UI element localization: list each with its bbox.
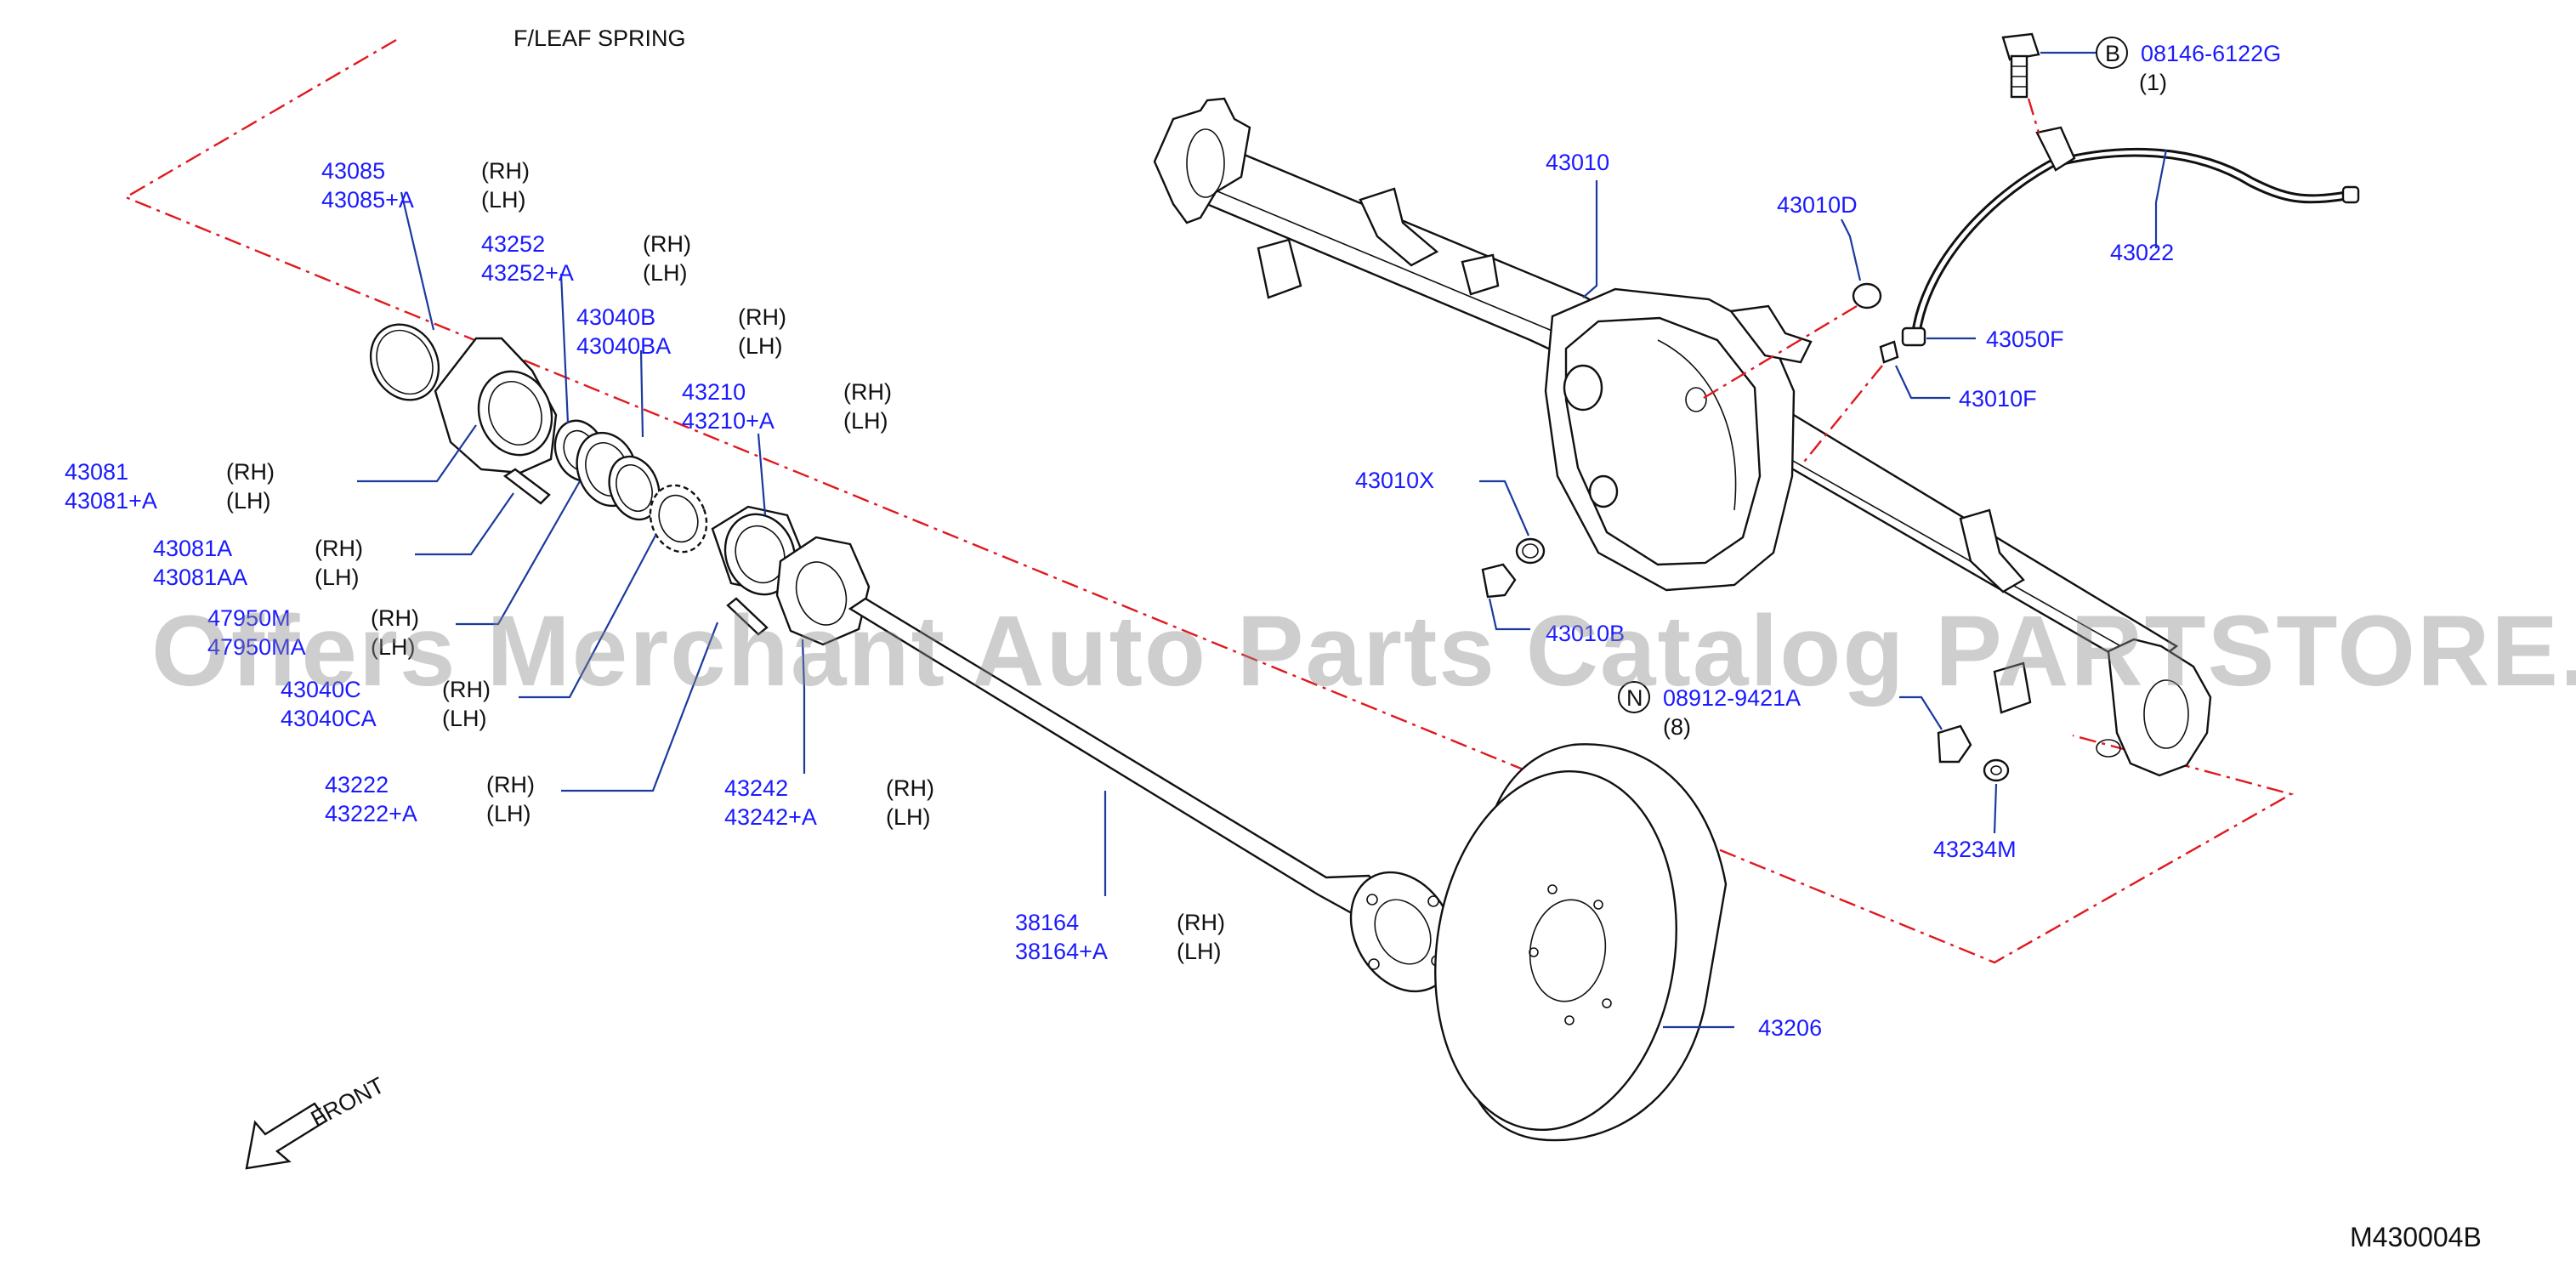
- front-arrow-icon: [245, 1102, 328, 1170]
- part-label-43010f[interactable]: 43010F: [1959, 386, 2037, 412]
- n-marker-letter: N: [1626, 685, 1643, 711]
- bolt-leader: [2027, 98, 2040, 133]
- part-label-43085a[interactable]: 43085+A: [321, 187, 414, 213]
- part-label-43081aa[interactable]: 43081A: [153, 536, 232, 561]
- side-lh: (LH): [486, 801, 531, 826]
- bolt-43081a-icon[interactable]: [502, 468, 551, 505]
- part-label-47950ma[interactable]: 47950MA: [207, 634, 306, 660]
- bearing-cage-43081[interactable]: [434, 337, 564, 474]
- side-lh: (LH): [371, 634, 416, 660]
- bolt-08146[interactable]: [2001, 32, 2040, 99]
- diagram-title: F/LEAF SPRING: [513, 26, 686, 51]
- part-label-43234m[interactable]: 43234M: [1933, 837, 2017, 862]
- axle-shaft-38164[interactable]: [848, 597, 1475, 1010]
- part-label-43010b[interactable]: 43010B: [1546, 621, 1625, 646]
- part-label-43081ab[interactable]: 43081AA: [153, 565, 247, 590]
- part-label-47950m[interactable]: 47950M: [207, 605, 291, 631]
- part-label-43222a[interactable]: 43222+A: [325, 801, 417, 826]
- side-lh: (LH): [738, 333, 783, 359]
- part-label-43206[interactable]: 43206: [1758, 1015, 1822, 1041]
- part-label-43252a[interactable]: 43252+A: [481, 260, 574, 286]
- washer-43234m-icon[interactable]: [1983, 758, 2010, 782]
- part-label-43252[interactable]: 43252: [481, 231, 545, 257]
- plug-43010d-icon[interactable]: [1852, 282, 1882, 309]
- front-label: FRONT: [307, 1072, 389, 1132]
- part-label-43085[interactable]: 43085: [321, 158, 385, 184]
- part-label-43040ca[interactable]: 43040CA: [281, 706, 377, 731]
- part-label-43081[interactable]: 43081: [65, 459, 128, 485]
- b-marker-letter: B: [2105, 41, 2120, 66]
- side-lh: (LH): [315, 565, 360, 590]
- watermark: Offers Merchant Auto Parts Catalog PARTS…: [151, 595, 2576, 707]
- diagram-code: M430004B: [2350, 1222, 2482, 1252]
- qty-08146: (1): [2139, 70, 2167, 95]
- part-label-43210a[interactable]: 43210+A: [682, 408, 775, 434]
- side-rh: (RH): [843, 379, 892, 405]
- axle-housing-43010[interactable]: [1153, 97, 2212, 777]
- part-label-43210[interactable]: 43210: [682, 379, 746, 405]
- connector-43010f-icon[interactable]: [1879, 340, 1899, 364]
- side-rh: (RH): [481, 158, 530, 184]
- spacer-47950m-icon[interactable]: [601, 450, 668, 527]
- part-label-43010[interactable]: 43010: [1546, 150, 1609, 175]
- side-rh: (RH): [1177, 910, 1225, 935]
- part-label-43242a[interactable]: 43242+A: [724, 804, 817, 830]
- b-marker-icon: [2096, 37, 2128, 69]
- part-label-43040b[interactable]: 43040B: [576, 304, 655, 330]
- brake-drum-43206[interactable]: [1413, 743, 1728, 1145]
- plug-43010b-icon[interactable]: [1481, 563, 1517, 599]
- side-rh: (RH): [886, 775, 934, 801]
- gasket-43010x-icon[interactable]: [1515, 537, 1546, 565]
- qty-08912: (8): [1663, 714, 1691, 740]
- side-rh: (RH): [371, 605, 419, 631]
- side-lh: (LH): [843, 408, 888, 434]
- part-label-38164[interactable]: 38164: [1015, 910, 1079, 935]
- gasket-43242[interactable]: [775, 536, 871, 646]
- lock-washer-43040c[interactable]: [641, 477, 716, 559]
- nut-08912-icon[interactable]: [1937, 724, 1972, 764]
- o-ring-43085-icon[interactable]: [358, 313, 451, 412]
- plug-leader: [1703, 304, 1858, 400]
- part-label-43081a[interactable]: 43081+A: [65, 488, 157, 514]
- side-lh: (LH): [442, 706, 487, 731]
- assembly-boundary: [123, 38, 2295, 964]
- side-lh: (LH): [886, 804, 931, 830]
- breather-hose-43022[interactable]: [1901, 126, 2360, 347]
- part-label-43050f[interactable]: 43050F: [1986, 326, 2064, 352]
- part-label-08146[interactable]: 08146-6122G: [2141, 41, 2281, 66]
- side-lh: (LH): [1177, 939, 1222, 964]
- part-label-43010x[interactable]: 43010X: [1355, 468, 1434, 493]
- part-label-43242[interactable]: 43242: [724, 775, 788, 801]
- side-lh: (LH): [226, 488, 271, 514]
- stud-43222-icon[interactable]: [726, 597, 769, 636]
- side-rh: (RH): [226, 459, 275, 485]
- side-lh: (LH): [481, 187, 526, 213]
- leader-lines: [357, 51, 2168, 1029]
- part-label-43022[interactable]: 43022: [2110, 240, 2174, 265]
- connector-leader: [1800, 365, 1883, 467]
- side-rh: (RH): [643, 231, 691, 257]
- part-label-43040ba[interactable]: 43040BA: [576, 333, 671, 359]
- side-rh: (RH): [315, 536, 363, 561]
- part-label-08912[interactable]: 08912-9421A: [1663, 685, 1801, 711]
- part-label-38164a[interactable]: 38164+A: [1015, 939, 1108, 964]
- n-marker-icon: [1618, 681, 1650, 713]
- part-label-43222[interactable]: 43222: [325, 772, 389, 798]
- side-rh: (RH): [738, 304, 786, 330]
- side-lh: (LH): [643, 260, 688, 286]
- side-rh: (RH): [486, 772, 535, 798]
- side-rh: (RH): [442, 677, 491, 702]
- part-label-43010d[interactable]: 43010D: [1777, 192, 1858, 218]
- part-label-43040c[interactable]: 43040C: [281, 677, 361, 702]
